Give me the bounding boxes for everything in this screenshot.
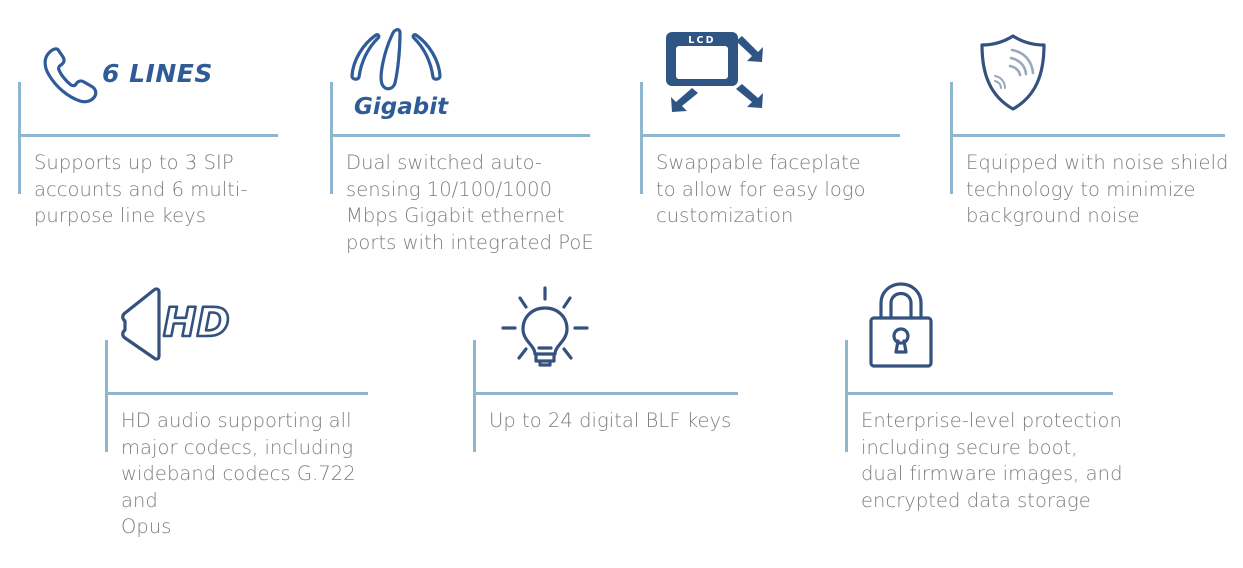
icon-label: LCD	[688, 35, 716, 46]
card-rule-vertical	[950, 82, 953, 194]
card-rule-vertical	[473, 340, 476, 452]
card-rule-horizontal	[640, 134, 900, 137]
feature-card-security: Enterprise-level protection including se…	[827, 258, 1137, 538]
card-rule-horizontal	[473, 392, 738, 395]
sound-waves-large	[1008, 48, 1035, 77]
card-rule-horizontal	[950, 134, 1225, 137]
card-description: Supports up to 3 SIP accounts and 6 mult…	[34, 151, 248, 227]
speaker-hd-icon: HD	[115, 286, 231, 362]
card-description: Up to 24 digital BLF keys	[489, 409, 732, 432]
card-description: Swappable faceplate to allow for easy lo…	[656, 151, 866, 227]
sound-waves-small	[994, 75, 1006, 89]
feature-card-noise-shield: Equipped with noise shield technology to…	[932, 0, 1243, 270]
speaker-outline	[121, 287, 161, 361]
feature-card-blf-keys: Up to 24 digital BLF keys	[455, 258, 755, 478]
card-description: HD audio supporting all major codecs, in…	[121, 409, 356, 538]
phone-handset-six-lines-icon: 6 LINES	[40, 46, 212, 106]
card-rule-vertical	[105, 340, 108, 452]
faceplate-screen	[676, 46, 728, 79]
card-rule-vertical	[330, 82, 333, 194]
swap-arrows	[671, 36, 763, 112]
light-rays	[501, 286, 589, 360]
feature-card-lines: 6 LINES Supports up to 3 SIP accounts an…	[0, 0, 300, 270]
card-rule-horizontal	[105, 392, 368, 395]
feature-card-hd-audio: HD HD audio supporting all major codecs,…	[87, 258, 387, 538]
card-description: Dual switched auto- sensing 10/100/1000 …	[346, 151, 594, 254]
padlock-icon	[863, 280, 941, 370]
lightbulb-icon	[499, 284, 591, 376]
feature-card-gigabit: Gigabit Dual switched auto- sensing 10/1…	[312, 0, 612, 280]
card-rule-vertical	[845, 340, 848, 452]
card-rule-vertical	[18, 82, 21, 194]
shield-outline	[980, 34, 1046, 111]
card-rule-horizontal	[845, 392, 1113, 395]
card-rule-vertical	[640, 82, 643, 194]
card-description: Enterprise-level protection including se…	[861, 409, 1123, 512]
icon-label: 6 LINES	[102, 59, 213, 88]
lcd-faceplate-swap-icon: LCD	[662, 28, 774, 112]
shield-noise-waves-icon	[974, 32, 1052, 114]
icon-label: HD	[163, 300, 230, 346]
gigabit-wings-icon: Gigabit	[342, 26, 472, 120]
card-description: Equipped with noise shield technology to…	[966, 151, 1229, 227]
icon-label: Gigabit	[354, 94, 449, 120]
card-rule-horizontal	[18, 134, 278, 137]
feature-card-faceplate: LCD Swappable faceplate to allow for eas…	[622, 0, 922, 270]
card-rule-horizontal	[330, 134, 590, 137]
